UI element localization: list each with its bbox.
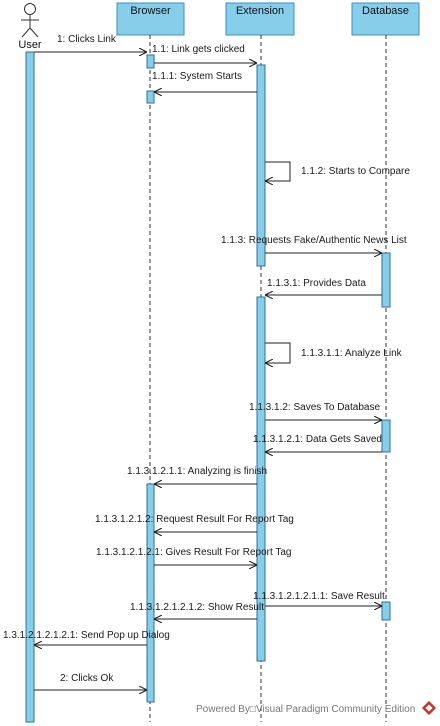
message-1-1-3-1-2-1-label: 1.1.3.1.2.1: Data Gets Saved	[253, 434, 382, 445]
activation-database-3	[381, 601, 391, 621]
message-1-1-label: 1.1: Link gets clicked	[152, 44, 245, 55]
activation-browser-2	[146, 90, 155, 104]
activation-database-2	[381, 419, 391, 453]
message-1-1-3-1-2-1-2-1-1-label: 1.1.3.1.2.1.2.1.1: Save Result	[253, 591, 385, 602]
message-1-1-3-1-1-label: 1.1.3.1.1: Analyze Link	[301, 348, 403, 359]
message-1-1-1-label: 1.1.1: System Starts	[152, 71, 242, 82]
message-1-1-3-1-1-arrow[interactable]	[265, 342, 291, 363]
lifeline-extension-name: Extension	[236, 5, 284, 17]
activation-extension-2	[256, 296, 266, 662]
actor-name: User	[18, 39, 42, 51]
message-1-1-2-label: 1.1.2: Starts to Compare	[301, 166, 410, 177]
message-1-1-3-1-2-1-2-1-2-label: 1.1.3.1.2.1.2.1.2: Show Result	[130, 602, 264, 613]
visual-paradigm-logo-icon	[421, 700, 437, 716]
message-1-1-3-label: 1.1.3: Requests Fake/Authentic News List	[221, 235, 407, 246]
lifeline-browser-name: Browser	[130, 5, 171, 17]
activation-extension-1	[256, 64, 266, 267]
activation-browser-1	[146, 54, 155, 69]
message-send-popup-label: 1.3.1.2.1.2.1.2.1: Send Pop up Dialog	[3, 630, 170, 641]
activation-user	[25, 51, 35, 723]
message-1-1-3-1-2-1-2-1-label: 1.1.3.1.2.1.2.1: Gives Result For Report…	[96, 547, 291, 558]
activation-database-1	[381, 252, 391, 308]
message-2-label: 2: Clicks Ok	[60, 673, 114, 684]
activation-browser-3	[146, 483, 155, 703]
message-1-1-3-1-label: 1.1.3.1: Provides Data	[267, 278, 366, 289]
lifeline-browser[interactable]: Browser	[116, 2, 185, 36]
lifeline-database-name: Database	[362, 5, 409, 17]
lifeline-database[interactable]: Database	[351, 2, 420, 36]
message-1-1-3-1-2-1-2-label: 1.1.3.1.2.1.2: Request Result For Report…	[95, 514, 294, 525]
user-actor: User	[18, 3, 42, 51]
lifeline-extension[interactable]: Extension	[225, 2, 295, 36]
message-1-label: 1: Clicks Link	[57, 34, 117, 45]
message-1-1-3-1-2-1-1-label: 1.1.3.1.2.1.1: Analyzing is finish	[127, 466, 267, 477]
message-1-1-3-1-2-label: 1.1.3.1.2: Saves To Database	[249, 402, 380, 413]
footer-text: Powered By□Visual Paradigm Community Edi…	[196, 704, 415, 715]
message-1-1-2-arrow[interactable]	[265, 161, 291, 181]
